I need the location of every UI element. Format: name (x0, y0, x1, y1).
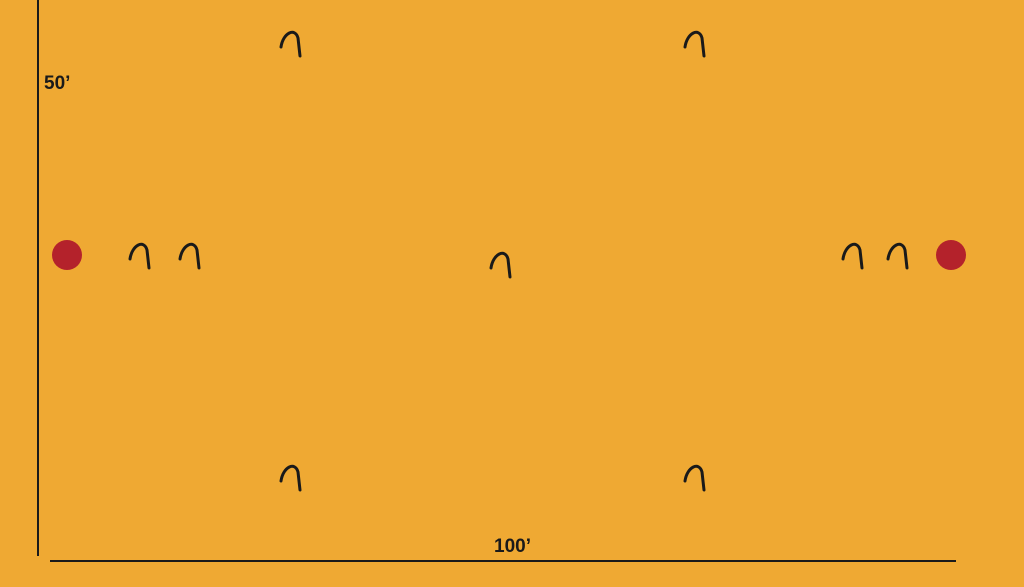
wicket-5 (489, 251, 512, 279)
wicket-9 (683, 464, 706, 492)
height-dimension-line (37, 0, 39, 556)
stake-left (52, 240, 82, 270)
wicket-4 (178, 242, 201, 270)
wicket-1 (279, 30, 302, 58)
wicket-8 (279, 464, 302, 492)
wicket-7 (886, 242, 909, 270)
stake-right (936, 240, 966, 270)
wicket-6 (841, 242, 864, 270)
width-dimension-line (50, 560, 956, 562)
height-dimension-label: 50’ (44, 73, 71, 94)
wicket-2 (683, 30, 706, 58)
wicket-3 (128, 242, 151, 270)
width-dimension-label: 100’ (494, 536, 531, 557)
